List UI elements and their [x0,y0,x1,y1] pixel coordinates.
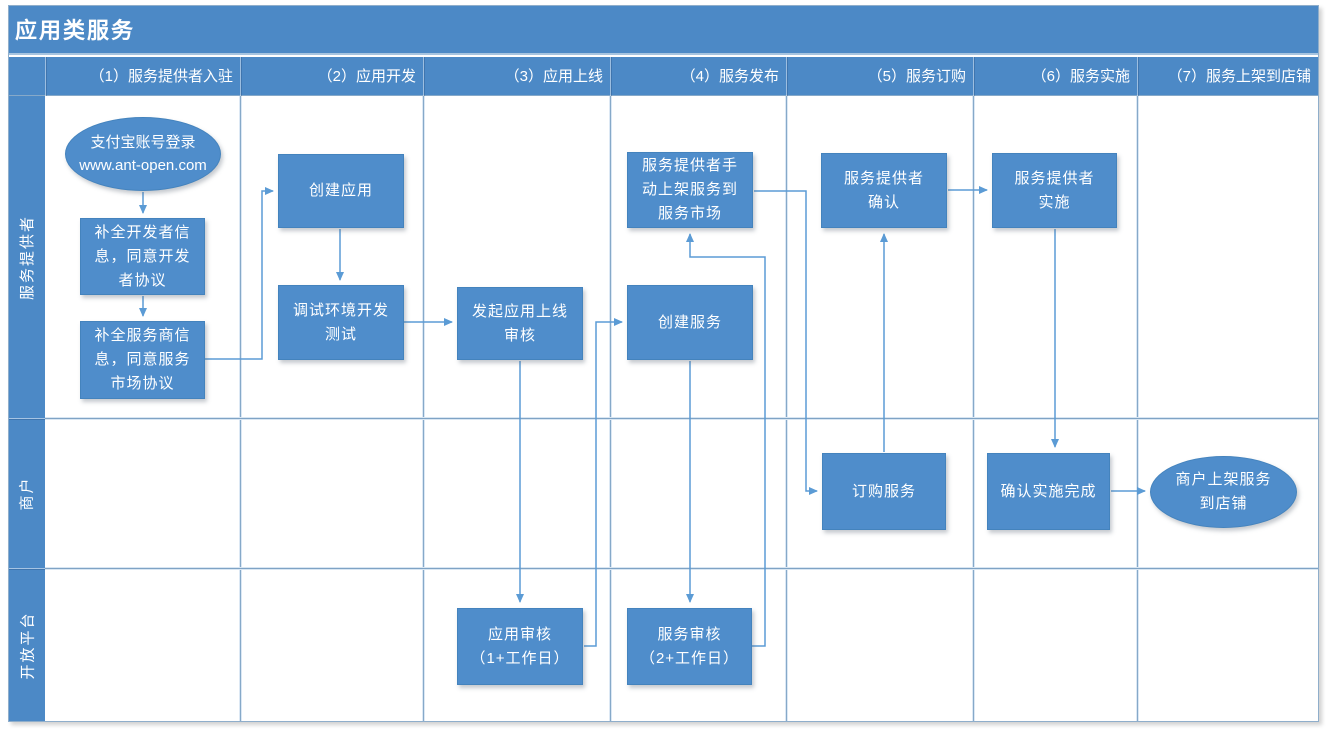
node-service-provider-implement: 服务提供者 实施 [992,153,1117,228]
phase-header-6: （6）服务实施 [973,57,1137,96]
node-merchant-shelf-service: 商户上架服务 到店铺 [1150,456,1297,528]
node-confirm-implementation-done: 确认实施完成 [987,453,1110,530]
node-create-service: 创建服务 [627,285,753,360]
phase-header-row: （1）服务提供者入驻 （2）应用开发 （3）应用上线 （4）服务发布 （5）服务… [8,57,1318,96]
node-complete-service-provider-info: 补全服务商信 息，同意服务 市场协议 [80,321,205,399]
header-corner-spacer [8,57,45,95]
node-complete-developer-info: 补全开发者信 息，同意开发 者协议 [80,218,205,295]
node-alipay-login: 支付宝账号登录 www.ant-open.com [65,117,221,191]
lane-label-column: 服务提供者 商户 开放平台 [8,96,45,721]
phase-header-4: （4）服务发布 [610,57,786,96]
grid-column-divider [973,96,974,721]
phase-header-1: （1）服务提供者入驻 [45,57,240,96]
grid-column-divider [240,96,241,721]
diagram-title: 应用类服务 [15,18,136,43]
grid-column-divider [1137,96,1138,721]
lane-label-merchant: 商户 [8,418,45,568]
phase-header-3: （3）应用上线 [423,57,610,96]
node-create-app: 创建应用 [278,154,404,228]
grid-column-divider [423,96,424,721]
lane-label-open-platform: 开放平台 [8,568,45,721]
connector-spinfo-to-createapp [205,187,274,360]
grid-column-divider [610,96,611,721]
grid-row-divider [45,568,1318,569]
grid-column-divider [786,96,787,721]
phase-header-2: （2）应用开发 [240,57,423,96]
grid-row-divider [45,418,1318,419]
node-debug-env-test: 调试环境开发 测试 [278,285,404,360]
node-service-review: 服务审核 （2+工作日） [627,608,752,685]
phase-header-7: （7）服务上架到店铺 [1137,57,1318,96]
node-launch-review-request: 发起应用上线 审核 [457,287,583,360]
node-service-provider-confirm: 服务提供者 确认 [821,153,947,228]
node-manual-list-to-market: 服务提供者手 动上架服务到 服务市场 [627,152,753,228]
lane-label-service-provider: 服务提供者 [19,214,37,300]
node-order-service: 订购服务 [822,453,946,530]
title-band: 应用类服务 [8,5,1318,55]
node-app-review: 应用审核 （1+工作日） [457,608,583,685]
phase-header-5: （5）服务订购 [786,57,973,96]
connector-appreview-to-createservice [584,318,623,647]
